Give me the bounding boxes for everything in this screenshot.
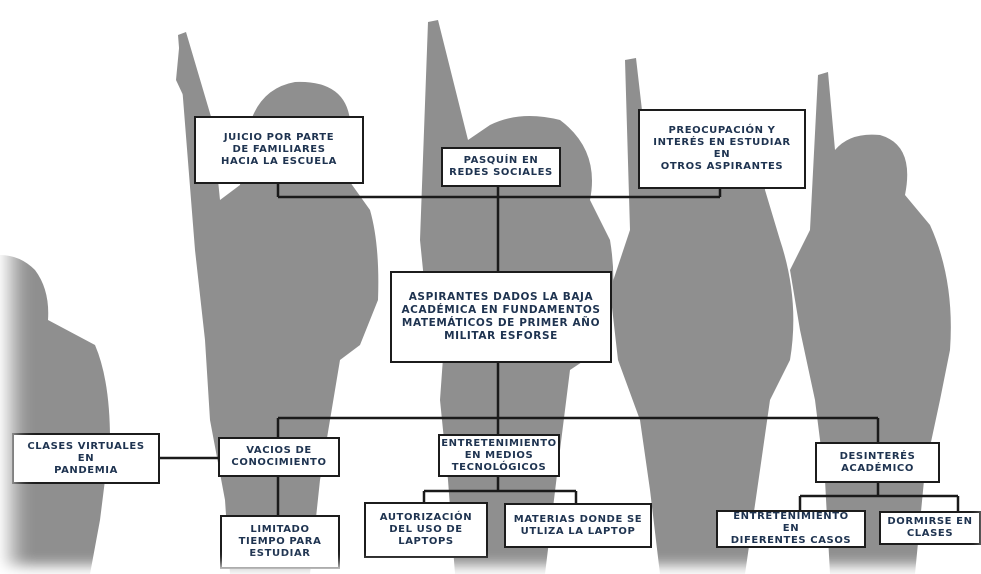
- sub-effect-box-text: AUTORIZACIÓN DEL USO DE LAPTOPS: [379, 512, 473, 547]
- effect-connectors: [276, 362, 880, 442]
- sub-effect-connectors: [160, 456, 960, 516]
- sub-effect-box-text: DORMIRSE EN CLASES: [887, 516, 973, 539]
- effect-box-knowledge-gaps: VACIOS DE CONOCIMIENTO: [218, 437, 340, 477]
- sub-effect-box-text: ENTRETENIMIENTO EN DIFERENTES CASOS: [730, 511, 852, 546]
- cause-box-social-media-pasquin: PASQUÍN EN REDES SOCIALES: [441, 147, 561, 187]
- effect-box-text: VACIOS DE CONOCIMIENTO: [231, 445, 327, 468]
- sub-effect-box-sleeping-in-class: DORMIRSE EN CLASES: [879, 511, 981, 545]
- effect-box-text: DESINTERÉS ACADÉMICO: [839, 450, 916, 474]
- cause-connectors: [276, 183, 722, 273]
- effect-box-text: ENTRETENIMIENTO EN MEDIOS TECNOLÓGICOS: [441, 437, 557, 473]
- sub-effect-box-text: MATERIAS DONDE SE UTLIZA LA LAPTOP: [513, 513, 643, 537]
- sub-effect-box-limited-study-time: LIMITADO TIEMPO PARA ESTUDIAR: [220, 515, 340, 569]
- cause-box-text: PASQUÍN EN REDES SOCIALES: [449, 155, 553, 178]
- sub-effect-box-text: CLASES VIRTUALES EN PANDEMIA: [27, 440, 145, 476]
- sub-effect-box-laptop-subjects: MATERIAS DONDE SE UTLIZA LA LAPTOP: [504, 503, 652, 548]
- central-problem-text: ASPIRANTES DADOS LA BAJA ACADÉMICA EN FU…: [401, 291, 601, 342]
- cause-box-interest-other-aspirants: PREOCUPACIÓN Y INTERÉS EN ESTUDIAR EN OT…: [638, 109, 806, 189]
- cause-box-text: PREOCUPACIÓN Y INTERÉS EN ESTUDIAR EN OT…: [653, 125, 791, 172]
- sub-effect-box-text: LIMITADO TIEMPO PARA ESTUDIAR: [238, 524, 322, 559]
- effect-box-academic-disinterest: DESINTERÉS ACADÉMICO: [815, 442, 940, 483]
- cause-box-family-judgment: JUICIO POR PARTE DE FAMILIARES HACIA LA …: [194, 116, 364, 184]
- sub-effect-box-laptop-authorization: AUTORIZACIÓN DEL USO DE LAPTOPS: [364, 502, 488, 558]
- central-problem-box: ASPIRANTES DADOS LA BAJA ACADÉMICA EN FU…: [390, 271, 612, 363]
- effect-box-tech-entertainment: ENTRETENIMIENTO EN MEDIOS TECNOLÓGICOS: [438, 434, 560, 477]
- soldier-silhouette-1: [0, 255, 110, 574]
- cause-box-text: JUICIO POR PARTE DE FAMILIARES HACIA LA …: [220, 132, 338, 167]
- sub-effect-box-virtual-classes: CLASES VIRTUALES EN PANDEMIA: [12, 433, 160, 484]
- sub-effect-box-entertainment-cases: ENTRETENIMIENTO EN DIFERENTES CASOS: [716, 510, 866, 548]
